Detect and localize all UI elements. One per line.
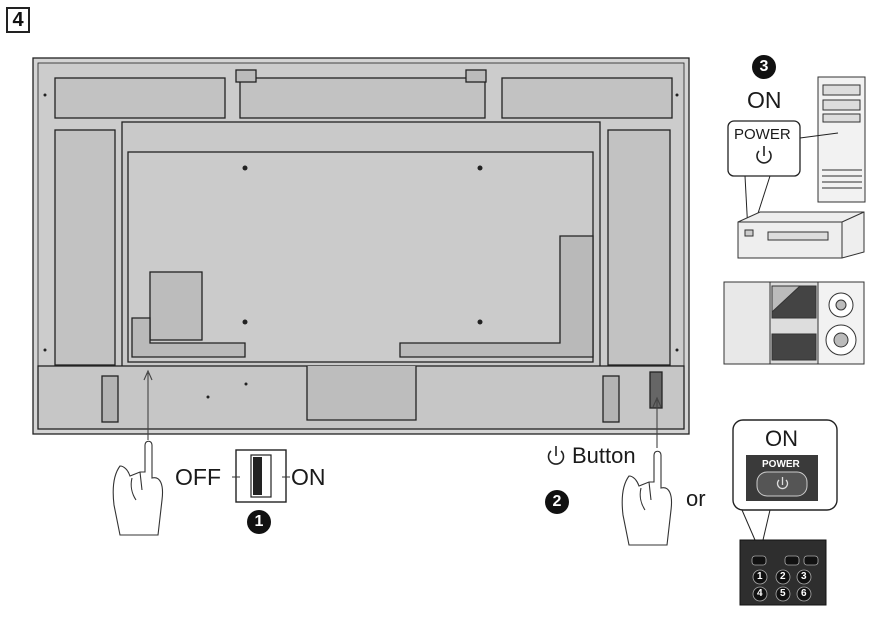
- dvd-player-icon: [737, 211, 865, 259]
- power-icon: [776, 477, 789, 490]
- remote-key-2: 2: [780, 571, 786, 582]
- remote-on-label: ON: [765, 426, 798, 451]
- or-label: or: [686, 486, 706, 511]
- hand-pointer-icon: [112, 440, 164, 536]
- pc-tower-icon: [817, 76, 866, 203]
- remote-key-4: 4: [757, 588, 763, 599]
- monitor-back: [32, 57, 690, 435]
- remote-key-3: 3: [801, 571, 807, 582]
- remote-power-label: POWER: [762, 459, 800, 470]
- step-3-marker: 3: [752, 55, 776, 79]
- step-2-marker: 2: [545, 490, 569, 514]
- rocker-switch-icon: [232, 449, 290, 503]
- hand-pointer-icon: [621, 450, 673, 546]
- power-callout-label: POWER: [734, 126, 791, 143]
- step-number-box: 4: [6, 7, 30, 33]
- remote-key-1: 1: [757, 571, 763, 582]
- off-label: OFF: [175, 464, 221, 490]
- remote-key-5: 5: [780, 588, 786, 599]
- button-label: Button: [572, 443, 636, 468]
- on-label: ON: [291, 464, 326, 490]
- remote-key-6: 6: [801, 588, 807, 599]
- arrow-to-power-button: [652, 396, 662, 448]
- remote-callout: [732, 419, 838, 541]
- arrow-to-switch: [143, 369, 153, 440]
- power-icon: [547, 446, 565, 465]
- remote-control-icon: [739, 539, 827, 606]
- power-icon: [756, 146, 772, 164]
- step-3-on-label: ON: [747, 87, 782, 113]
- audio-system-icon: [723, 281, 865, 365]
- step-1-marker: 1: [247, 510, 271, 534]
